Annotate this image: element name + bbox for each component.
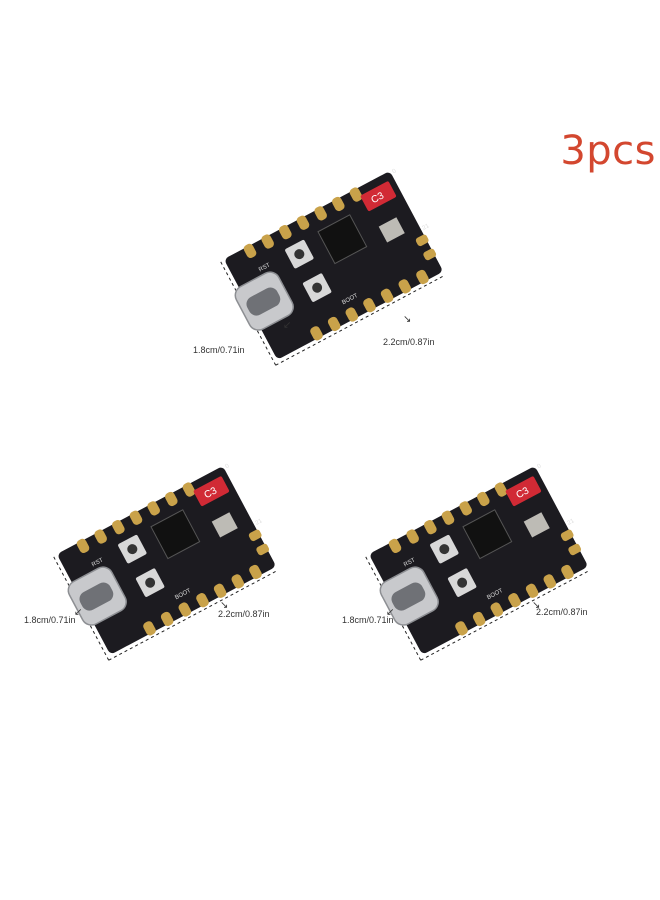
length-label: 2.2cm/0.87in <box>383 337 435 347</box>
pin-pads-top <box>76 482 196 554</box>
antenna-c3 <box>193 476 230 506</box>
crystal <box>378 217 405 243</box>
mcu-chip <box>150 509 201 560</box>
pin-21-label: 21 <box>255 518 264 527</box>
usb-c-opening <box>246 287 281 316</box>
chip-label: C3 <box>369 190 386 206</box>
pin-0-label: 0 <box>537 463 543 470</box>
board-illustration: C3 RST BOOT 0 21 ↙ ↘ <box>52 463 279 661</box>
length-arrow-icon: ↘ <box>220 600 228 611</box>
width-label: 1.8cm/0.71in <box>24 615 76 625</box>
quantity-title: 3pcs <box>560 128 656 174</box>
pin-pads-top <box>388 482 508 554</box>
pin-21-label: 21 <box>422 223 431 232</box>
pin-pads-bottom <box>310 269 429 341</box>
chip-label: C3 <box>202 485 219 501</box>
usb-c-opening <box>391 582 426 611</box>
width-dimension-line <box>52 555 110 661</box>
width-dimension-line <box>364 555 422 661</box>
width-dimension-line <box>219 260 277 366</box>
pin-pads-side <box>248 529 270 556</box>
mcu-chip <box>462 509 513 560</box>
rst-label: RST <box>91 557 105 568</box>
chip-label: C3 <box>514 485 531 501</box>
mcu-chip <box>317 214 368 265</box>
crystal <box>211 512 238 538</box>
length-arrow-icon: ↘ <box>403 314 411 325</box>
pin-0-label: 0 <box>392 168 398 175</box>
rst-label: RST <box>403 557 417 568</box>
width-label: 1.8cm/0.71in <box>342 615 394 625</box>
pin-pads-bottom <box>455 564 574 636</box>
width-arrow-icon: ↙ <box>386 607 394 618</box>
board-illustration: C3 RST BOOT 0 21 ↙ ↘ <box>219 168 446 366</box>
pin-pads-top <box>243 187 363 259</box>
pin-21-label: 21 <box>567 518 576 527</box>
length-label: 2.2cm/0.87in <box>218 609 270 619</box>
product-photo-3: C3 RST BOOT 0 21 ↙ ↘ 1.8cm/0.71in 2.2cm/… <box>342 445 660 695</box>
board-illustration: C3 RST BOOT 0 21 ↙ ↘ <box>364 463 591 661</box>
width-arrow-icon: ↙ <box>283 320 291 331</box>
pin-pads-side <box>560 529 582 556</box>
antenna-c3 <box>505 476 542 506</box>
pin-pads-side <box>415 234 437 261</box>
antenna-c3 <box>360 181 397 211</box>
usb-c-opening <box>79 582 114 611</box>
crystal <box>523 512 550 538</box>
pin-pads-bottom <box>143 564 262 636</box>
pin-0-label: 0 <box>225 463 231 470</box>
product-photo-2: C3 RST BOOT 0 21 ↙ ↘ 1.8cm/0.71in 2.2cm/… <box>24 445 348 695</box>
length-dimension-line <box>275 274 446 366</box>
rst-label: RST <box>258 262 272 273</box>
length-label: 2.2cm/0.87in <box>536 607 588 617</box>
width-label: 1.8cm/0.71in <box>193 345 245 355</box>
length-arrow-icon: ↘ <box>532 600 540 611</box>
product-photo-1: C3 RST BOOT 0 21 ↙ ↘ 1.8cm/0.71in 2.2cm/… <box>193 150 515 400</box>
width-arrow-icon: ↙ <box>74 607 82 618</box>
